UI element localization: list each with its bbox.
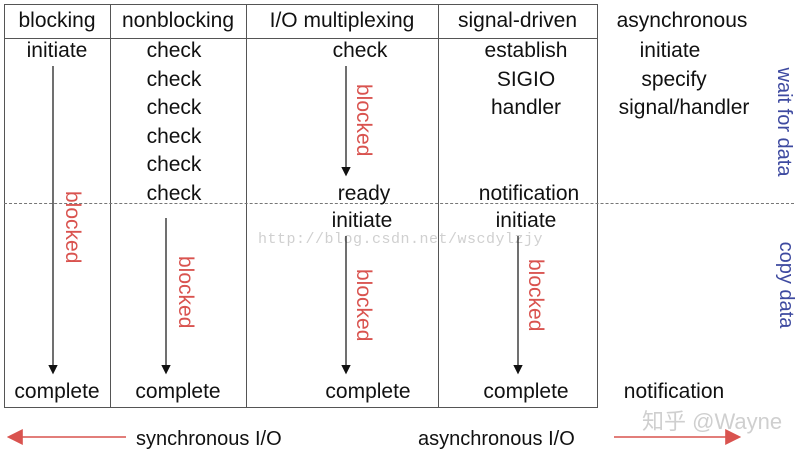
watermark-text: http://blog.csdn.net/wscdylzjy [258,231,544,248]
async-signal-handler: signal/handler [618,96,750,119]
multiplexing-initiate: initiate [331,209,393,232]
nonblocking-check: check [146,182,202,205]
signal-sigio: SIGIO [496,68,556,91]
column-header-asynchronous: asynchronous [616,9,748,32]
header-divider [4,38,598,39]
column-header-nonblocking: nonblocking [121,9,235,32]
async-notification: notification [623,380,725,403]
blocking-initiate: initiate [26,39,88,62]
multiplexing-check: check [332,39,388,62]
column-header-io-multiplexing: I/O multiplexing [269,9,415,32]
async-specify: specify [641,68,707,91]
column-divider [438,4,439,408]
nonblocking-check: check [146,39,202,62]
nonblocking-complete: complete [135,380,221,403]
signal-complete: complete [483,380,569,403]
signal-notification: notification [478,182,580,205]
nonblocking-check: check [146,96,202,119]
signal-establish: establish [484,39,568,62]
brand-watermark: 知乎 @Wayne [642,409,783,434]
nonblocking-check: check [146,153,202,176]
label-synchronous-io: synchronous I/O [136,428,282,450]
multiplexing-ready: ready [337,182,391,205]
multiplexing-complete: complete [325,380,411,403]
column-divider [110,4,111,408]
column-divider [246,4,247,408]
signal-handler: handler [490,96,562,119]
blocking-complete: complete [14,380,100,403]
signal-initiate: initiate [495,209,557,232]
nonblocking-check: check [146,68,202,91]
column-divider [597,4,598,408]
phase-separator [4,203,794,204]
nonblocking-check: check [146,125,202,148]
async-initiate: initiate [639,39,701,62]
column-header-blocking: blocking [18,9,96,32]
column-header-signal-driven: signal-driven [457,9,578,32]
label-asynchronous-io: asynchronous I/O [418,428,575,450]
